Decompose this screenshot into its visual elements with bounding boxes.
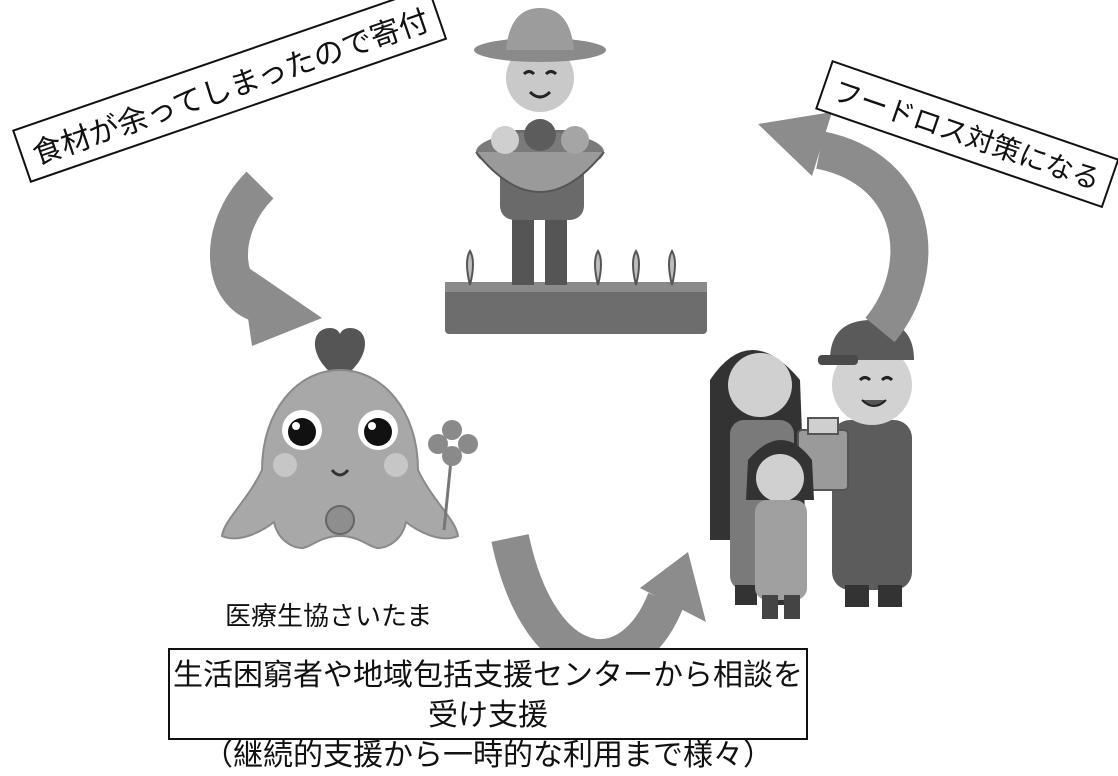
delivery-leg-right <box>878 585 902 607</box>
mother-face <box>728 353 792 417</box>
diagram-canvas: 食材が余ってしまったので寄付 フードロス対策になる 医療生協さいたま 生活困窮者… <box>12 0 1118 773</box>
mascot-cheek-left <box>273 453 297 477</box>
mascot-mouth <box>330 469 350 477</box>
support-description-box: 生活困窮者や地域包括支援センターから相談を受け支援 （継続的支援から一時的な利用… <box>168 648 808 773</box>
child-leg-left <box>762 595 778 619</box>
diagram-svg <box>210 8 929 678</box>
farmer-leg-left <box>512 215 534 285</box>
mascot-cheek-right <box>384 453 408 477</box>
curved-arrow-icon <box>758 112 929 343</box>
org-name-label: 医療生協さいたま <box>225 602 433 632</box>
arrow-left-head <box>240 262 322 346</box>
support-line-2: （継続的支援から一時的な利用まで様々） <box>203 738 773 773</box>
arrow-right-shaft <box>815 131 929 343</box>
curved-arrow-icon <box>491 533 706 678</box>
delivery-cap-brim <box>818 355 858 365</box>
farmer-smile <box>528 90 552 99</box>
mother-leg-left <box>735 585 757 605</box>
arrow-right-head <box>758 112 832 176</box>
delivery-eyes <box>858 376 894 382</box>
mascot-eye-left <box>288 418 316 446</box>
family-icon <box>710 320 914 619</box>
basket <box>475 151 605 193</box>
farmer-icon <box>445 8 707 334</box>
mascot-eye-right-shine <box>368 422 376 430</box>
mascot-eye-left-shine <box>292 422 300 430</box>
arrow-bottom-shaft <box>491 533 684 678</box>
sprouts <box>466 249 676 286</box>
vegetable-1 <box>491 126 519 154</box>
food-box-contents <box>807 417 839 435</box>
curved-arrow-icon <box>210 171 322 346</box>
hat-crown <box>506 8 574 50</box>
mascot-eye-right <box>364 418 392 446</box>
delivery-body <box>832 420 912 590</box>
farmer-leg-right <box>545 215 567 285</box>
vegetable-2 <box>524 119 556 151</box>
farmer-eyes <box>522 70 558 76</box>
arrow-bottom-head <box>640 552 706 622</box>
delivery-leg-left <box>845 585 869 607</box>
mascot-icon <box>220 328 478 550</box>
flower-petals <box>428 420 478 466</box>
field-ground <box>445 282 707 334</box>
mascot-body <box>220 368 460 550</box>
child-face <box>756 454 804 502</box>
delivery-smile <box>861 399 887 407</box>
mascot-heart <box>314 328 366 380</box>
field-top <box>445 282 707 292</box>
child-body <box>755 500 807 600</box>
child-leg-right <box>784 595 800 619</box>
mascot-badge <box>325 505 355 535</box>
support-line-1: 生活困窮者や地域包括支援センターから相談を受け支援 <box>173 658 803 733</box>
vegetable-3 <box>561 126 589 154</box>
